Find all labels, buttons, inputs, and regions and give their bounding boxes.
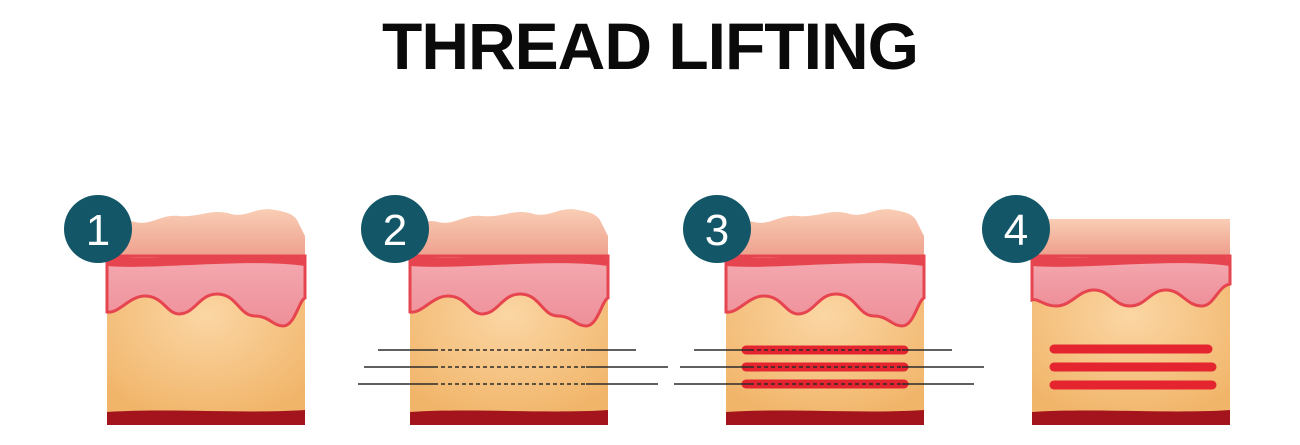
skin-panel-2: 2 bbox=[358, 195, 668, 425]
step-number: 2 bbox=[383, 206, 407, 255]
basal-layer bbox=[726, 255, 924, 267]
skin-panel-3: 3 bbox=[674, 195, 984, 425]
basal-layer bbox=[410, 255, 608, 267]
epidermis-layer bbox=[726, 209, 924, 258]
muscle-base-layer bbox=[410, 410, 608, 425]
step-number: 3 bbox=[705, 206, 729, 255]
muscle-base-layer bbox=[107, 410, 305, 425]
dermis-layer bbox=[724, 254, 926, 328]
step-badge-2: 2 bbox=[361, 195, 429, 263]
basal-layer bbox=[1032, 255, 1230, 267]
dermis-layer bbox=[105, 254, 307, 328]
epidermis-layer bbox=[107, 209, 305, 258]
muscle-base-layer bbox=[726, 410, 924, 425]
skin-panel-1: 1 bbox=[64, 195, 307, 425]
step-number: 4 bbox=[1004, 206, 1028, 255]
step-badge-circle bbox=[683, 195, 751, 263]
step-badge-circle bbox=[64, 195, 132, 263]
page-title: THREAD LIFTING bbox=[382, 9, 919, 83]
skin-panel-4: 4 bbox=[982, 195, 1232, 425]
step-number: 1 bbox=[86, 206, 110, 255]
epidermis-layer bbox=[410, 209, 608, 258]
epidermis-layer bbox=[1032, 219, 1230, 255]
dermis-layer bbox=[1030, 254, 1232, 308]
basal-layer bbox=[107, 255, 305, 267]
step-badge-4: 4 bbox=[982, 195, 1050, 263]
step-badge-circle bbox=[982, 195, 1050, 263]
step-badge-circle bbox=[361, 195, 429, 263]
step-badge-3: 3 bbox=[683, 195, 751, 263]
muscle-base-layer bbox=[1032, 410, 1230, 425]
dermis-layer bbox=[408, 254, 610, 328]
step-badge-1: 1 bbox=[64, 195, 132, 263]
